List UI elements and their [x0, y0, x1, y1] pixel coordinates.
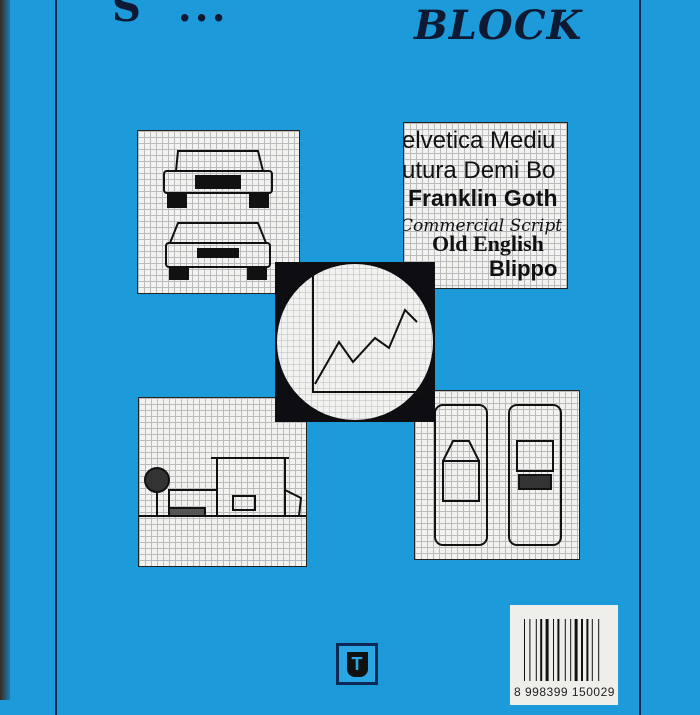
font-sample: Old English	[432, 231, 544, 256]
chart-drawing	[277, 264, 433, 420]
background-edge	[0, 0, 10, 700]
panel-chart	[275, 262, 435, 422]
panel-house	[138, 397, 307, 567]
barcode: 8 998399 150029	[510, 605, 618, 705]
panel-font-samples: elvetica Mediu utura Demi Bo Franklin Go…	[403, 122, 568, 289]
barcode-bar	[557, 619, 560, 681]
barcode-bar	[574, 619, 578, 681]
logo-letter: T	[346, 651, 368, 677]
barcode-bar	[570, 619, 572, 681]
font-sample: Blippo	[489, 256, 558, 281]
barcode-bars	[524, 619, 600, 681]
barcode-bar	[586, 619, 589, 681]
car-top-drawing	[434, 404, 562, 546]
barcode-bar	[581, 619, 583, 681]
barcode-bar	[564, 619, 566, 681]
font-sample: Commercial Script	[403, 216, 563, 236]
cover-subtitle: BLOCK	[414, 2, 583, 49]
barcode-bar	[591, 619, 593, 681]
house-drawing	[139, 457, 306, 517]
barcode-number: 8 998399 150029	[514, 685, 615, 699]
cover-frame	[55, 0, 641, 715]
panel-car-front-rear	[137, 130, 300, 294]
barcode-bar	[553, 619, 554, 681]
car-drawing	[163, 150, 273, 280]
font-sample: utura Demi Bo	[403, 157, 556, 184]
barcode-bar	[524, 619, 525, 681]
barcode-bar	[598, 619, 600, 681]
barcode-bar	[540, 619, 543, 681]
barcode-bar	[529, 619, 531, 681]
barcode-bar	[545, 619, 549, 681]
font-sample: elvetica Mediu	[403, 127, 556, 154]
cover-title-partial: S ...	[112, 0, 229, 31]
font-sample: Franklin Goth	[408, 185, 558, 211]
panel-car-top-view	[414, 390, 580, 560]
publisher-logo: T	[336, 643, 378, 685]
barcode-bar	[535, 619, 537, 681]
